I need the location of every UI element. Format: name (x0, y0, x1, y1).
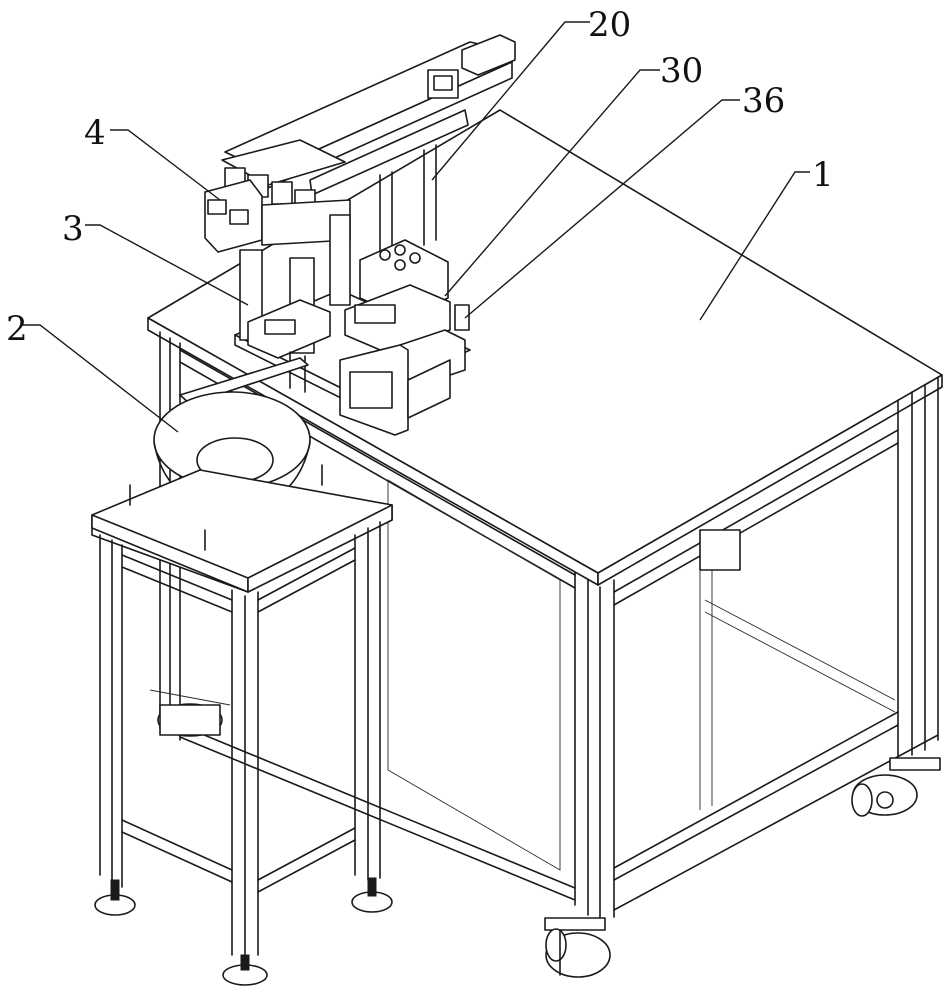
pick-head (204, 139, 351, 253)
label-part-30: 30 (660, 51, 703, 91)
table-top-right-edge (597, 374, 943, 586)
part-labels: 20 30 36 1 4 3 2 (6, 5, 834, 349)
table-inner-bracket (699, 529, 741, 571)
rail-end-motor (461, 34, 516, 76)
caster-right (851, 757, 941, 817)
caster-front (544, 917, 611, 978)
leader-36 (464, 99, 740, 319)
vibratory-feeder (91, 357, 393, 593)
leader-20 (431, 21, 590, 181)
label-part-20: 20 (588, 5, 631, 45)
slide-module (344, 284, 451, 353)
assembly-station (234, 214, 471, 436)
label-part-36: 36 (742, 81, 785, 121)
label-part-4: 4 (84, 113, 106, 153)
label-part-1: 1 (812, 155, 834, 195)
leader-4 (110, 129, 221, 201)
leader-3 (85, 224, 249, 306)
table-front-frame (159, 331, 615, 923)
table-right-frame (613, 377, 939, 911)
leader-lines (22, 21, 810, 433)
label-part-2: 2 (6, 309, 28, 349)
leader-30 (444, 69, 660, 297)
leader-2 (22, 324, 179, 433)
leader-1 (699, 171, 810, 321)
feeder-stand (94, 521, 393, 986)
label-part-3: 3 (62, 209, 84, 249)
